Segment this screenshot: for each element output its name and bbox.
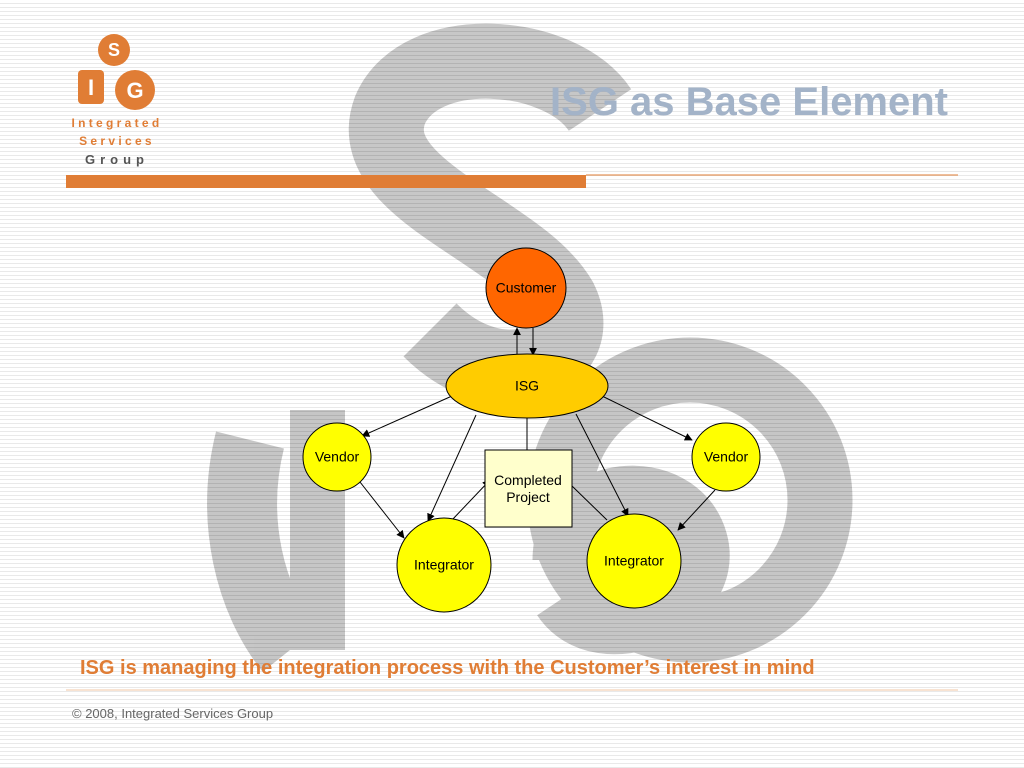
watermark-e-loop bbox=[532, 465, 730, 655]
logo-line-services: Services bbox=[79, 134, 155, 148]
logo-s-letter: S bbox=[108, 40, 120, 60]
node-completed-project bbox=[484, 449, 573, 528]
isg-logo: S I G bbox=[78, 34, 155, 110]
logo-line-integrated: Integrated bbox=[71, 116, 163, 130]
label-isg: ISG bbox=[514, 377, 540, 394]
edge-isg-to-vendor-left bbox=[361, 395, 453, 437]
node-isg bbox=[445, 353, 609, 419]
logo-line-group: Group bbox=[85, 152, 149, 167]
logo-s-circle bbox=[98, 34, 130, 66]
edge-isg-to-vendor-right bbox=[601, 395, 693, 441]
edge-isg-to-integrator-left bbox=[427, 414, 477, 522]
logo-g-letter: G bbox=[126, 78, 143, 103]
watermark-i-stem bbox=[207, 431, 318, 672]
logo-i-letter: I bbox=[88, 75, 94, 100]
edge-isg-to-integrator-right bbox=[575, 413, 629, 517]
slide-title: ISG as Base Element bbox=[550, 80, 948, 124]
edge-vendor-right-to-integrator-right bbox=[677, 489, 716, 531]
logo-i-block bbox=[78, 70, 104, 104]
label-integrator-left: Integrator bbox=[414, 556, 474, 573]
header-orange-bar bbox=[66, 175, 586, 188]
label-vendor-left: Vendor bbox=[314, 448, 360, 465]
node-vendor-right bbox=[691, 422, 761, 492]
slide-caption: ISG is managing the integration process … bbox=[80, 657, 815, 679]
edge-vendor-left-to-integrator-left bbox=[359, 481, 405, 539]
diagram-edges bbox=[359, 327, 716, 539]
label-customer: Customer bbox=[495, 279, 557, 296]
edge-integrator-left-to-project bbox=[451, 479, 491, 521]
label-vendor-right: Vendor bbox=[703, 448, 749, 465]
label-completed-project: Completed Project bbox=[494, 472, 562, 505]
node-vendor-left bbox=[302, 422, 372, 492]
node-integrator-left bbox=[396, 517, 492, 613]
label-integrator-right: Integrator bbox=[604, 552, 664, 569]
edge-integrator-right-to-project bbox=[571, 485, 608, 521]
diagram-nodes bbox=[302, 247, 761, 613]
node-integrator-right bbox=[586, 513, 682, 609]
copyright-footer: © 2008, Integrated Services Group bbox=[72, 706, 274, 721]
logo-g-circle bbox=[115, 70, 155, 110]
node-customer bbox=[485, 247, 567, 329]
